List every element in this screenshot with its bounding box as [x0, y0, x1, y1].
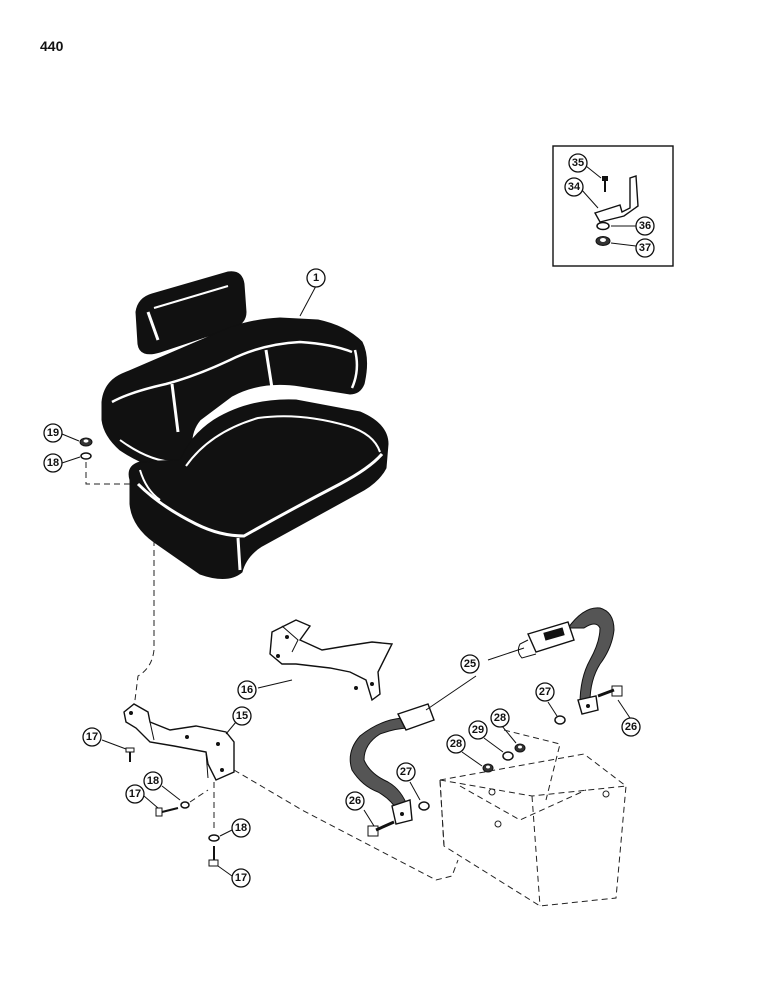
bolt-17-c	[208, 846, 219, 867]
callout-28-a: 28	[446, 734, 466, 754]
page-number: 440	[40, 38, 64, 54]
washer-18-low	[208, 834, 220, 842]
seat-mount-dash	[133, 540, 155, 709]
washer-27-left	[418, 801, 430, 811]
seat-assembly	[101, 271, 389, 579]
callout-35: 35	[568, 153, 588, 173]
bracket-34	[593, 175, 639, 223]
bolt-26-right	[597, 685, 623, 698]
bolt-17-a	[125, 747, 135, 762]
svg-text:28: 28	[450, 738, 462, 750]
svg-text:27: 27	[400, 766, 412, 778]
callout-18-a: 18	[43, 453, 63, 473]
washer-36	[596, 221, 610, 231]
svg-text:26: 26	[625, 721, 637, 733]
callout-17-b: 17	[125, 784, 145, 804]
callout-28-b: 28	[490, 708, 510, 728]
bracket-15-hardware	[101, 739, 233, 877]
callout-36: 36	[635, 216, 655, 236]
callout-34: 34	[564, 177, 584, 197]
svg-text:34: 34	[568, 181, 581, 193]
callout-15: 15	[232, 706, 252, 726]
washer-29	[502, 751, 514, 761]
belt-strap-right	[567, 607, 615, 705]
svg-text:19: 19	[47, 427, 59, 439]
svg-text:18: 18	[147, 775, 159, 787]
callout-26-b: 26	[345, 791, 365, 811]
washer-18-mid	[180, 801, 190, 809]
callout-17-a: 17	[82, 727, 102, 747]
svg-text:37: 37	[639, 242, 651, 254]
seat-side-hardware	[61, 433, 132, 485]
callout-16: 16	[237, 680, 257, 700]
battery-box-outline	[439, 729, 627, 907]
callout-19: 19	[43, 423, 63, 443]
seat-belt	[349, 607, 631, 837]
svg-text:26: 26	[349, 795, 361, 807]
callout-27-a: 27	[535, 682, 555, 702]
callout-37: 37	[635, 238, 655, 258]
svg-text:29: 29	[472, 724, 484, 736]
svg-text:17: 17	[235, 872, 247, 884]
svg-text:17: 17	[129, 788, 141, 800]
svg-text:16: 16	[241, 684, 253, 696]
svg-text:35: 35	[572, 157, 584, 169]
svg-text:1: 1	[313, 272, 319, 284]
callout-18-c: 18	[231, 818, 251, 838]
seat-cushion	[128, 399, 389, 579]
svg-text:36: 36	[639, 220, 651, 232]
callout-1: 1	[306, 268, 326, 288]
belt-latch	[397, 703, 435, 731]
callout-29: 29	[468, 720, 488, 740]
callout-17-c: 17	[231, 868, 251, 888]
callout-26-a: 26	[621, 717, 641, 737]
bolt-26-left	[367, 820, 395, 837]
svg-text:25: 25	[464, 658, 476, 670]
svg-text:18: 18	[47, 457, 59, 469]
svg-text:18: 18	[235, 822, 247, 834]
svg-text:27: 27	[539, 686, 551, 698]
svg-text:28: 28	[494, 712, 506, 724]
bolt-35	[602, 176, 608, 192]
washer-18-top	[80, 452, 92, 460]
callout-25: 25	[460, 654, 480, 674]
bracket-16	[257, 619, 394, 702]
bracket-15	[123, 703, 237, 781]
inset-box	[552, 145, 674, 267]
svg-text:17: 17	[86, 731, 98, 743]
frame-mount-dash	[233, 769, 459, 881]
washer-27-right	[554, 715, 566, 725]
svg-text:15: 15	[236, 710, 248, 722]
callout-27-b: 27	[396, 762, 416, 782]
bolt-17-b	[155, 807, 179, 817]
seat-backrest	[135, 271, 247, 355]
callout-18-b: 18	[143, 771, 163, 791]
